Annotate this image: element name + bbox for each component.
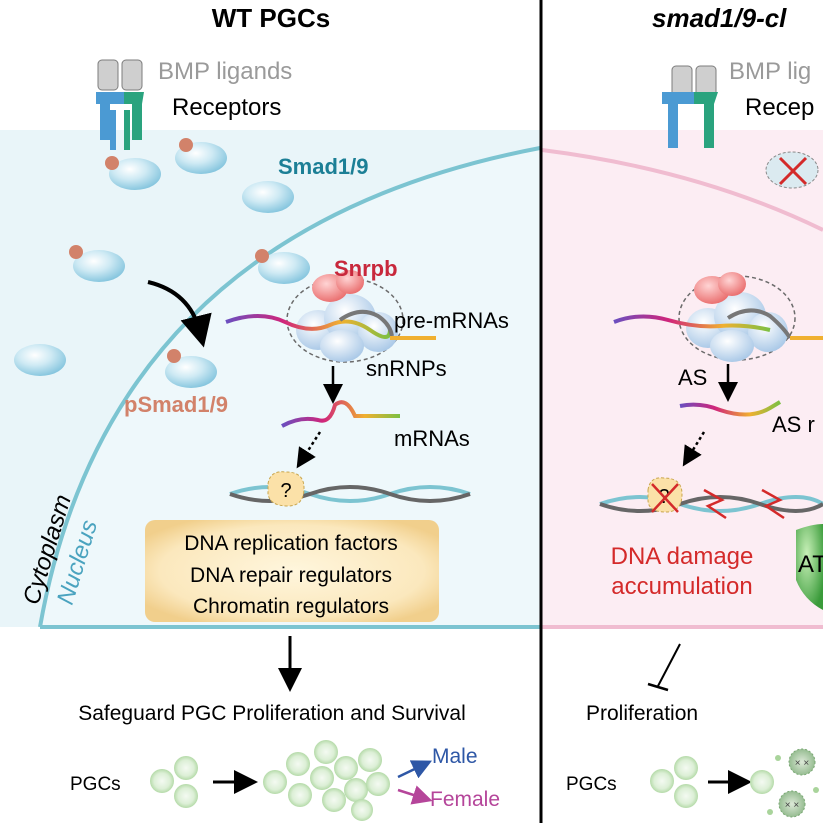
dying-pgc-icon: × × xyxy=(788,748,816,776)
nucleus-left-fill xyxy=(40,148,540,627)
smad-protein xyxy=(109,158,161,190)
right-pre-mrna-intron xyxy=(726,308,792,340)
apoptotic-debris xyxy=(767,809,773,815)
phospho-group xyxy=(255,249,269,263)
female-arrow xyxy=(397,785,433,805)
svg-text:× ×: × × xyxy=(795,758,810,769)
right-panel-title: smad1/9-cl xyxy=(652,3,787,33)
targets-box xyxy=(145,520,439,622)
target-item: Chromatin regulators xyxy=(193,595,389,618)
phospho-group xyxy=(179,138,193,152)
knockout-cross-icon xyxy=(778,156,808,186)
left-outcome: Safeguard PGC Proliferation and Survival xyxy=(78,702,466,725)
right-outcome: Proliferation xyxy=(586,702,698,725)
dna-break-icon xyxy=(703,488,727,520)
svg-text:× ×: × × xyxy=(785,800,800,811)
mature-mrna xyxy=(281,400,400,428)
phospho-group xyxy=(105,156,119,170)
right-pgcs-label: PGCs xyxy=(566,774,617,795)
dna-break-icon xyxy=(761,488,785,520)
unknown-factor-shape xyxy=(267,471,305,507)
receptor-right-icon xyxy=(662,65,718,148)
dying-pgc-icon: × × xyxy=(778,790,806,818)
inhibition-bar xyxy=(647,682,669,692)
receptors-label: Receptors xyxy=(172,94,281,121)
cytoplasm-right-region xyxy=(542,130,823,627)
pgc-expanded-cluster-icon xyxy=(263,740,390,821)
target-item: DNA replication factors xyxy=(184,532,398,555)
pre-mrnas-label: pre-mRNAs xyxy=(394,308,509,333)
dna-damage-line: DNA damage xyxy=(611,543,754,570)
pgc-cell xyxy=(750,770,774,794)
right-bmp-label: BMP lig xyxy=(729,58,811,85)
phospho-group xyxy=(69,245,83,259)
bmp-ligands-label: BMP ligands xyxy=(158,58,292,85)
smad-protein xyxy=(242,181,294,213)
nucleus-left-membrane xyxy=(38,146,541,628)
apoptotic-debris xyxy=(775,755,781,761)
pgc-cluster-icon xyxy=(150,756,198,808)
psmad-label: pSmad1/9 xyxy=(124,392,228,417)
as-label: AS xyxy=(678,365,707,390)
receptor-left-icon xyxy=(96,59,144,150)
snrnps-label: snRNPs xyxy=(366,356,447,381)
male-arrow xyxy=(397,760,433,779)
right-translation-arrow xyxy=(682,431,706,467)
right-unknown-factor-shape xyxy=(647,477,683,513)
nucleus-right-membrane xyxy=(541,148,823,232)
as-mrna-label: AS r xyxy=(772,412,815,437)
unknown-factor-label: ? xyxy=(280,480,291,502)
smad-label: Smad1/9 xyxy=(278,154,369,179)
right-pre-mrna xyxy=(613,314,771,332)
smad-protein xyxy=(165,356,217,388)
inhibition-line xyxy=(657,643,681,687)
phospho-group xyxy=(167,349,181,363)
right-receptors-label: Recep xyxy=(745,94,814,121)
target-item: DNA repair regulators xyxy=(190,564,392,587)
left-pgcs-label: PGCs xyxy=(70,774,121,795)
pre-mrna-strand xyxy=(225,314,392,339)
mrnas-label: mRNAs xyxy=(394,426,470,451)
phosphorylation-arrow xyxy=(147,280,212,348)
atm-shield-icon xyxy=(796,524,823,610)
smad-protein xyxy=(73,250,125,282)
apoptotic-debris xyxy=(813,787,819,793)
pre-mrna-intron xyxy=(338,309,394,337)
smad-protein xyxy=(14,344,66,376)
male-label: Male xyxy=(432,745,478,768)
as-mrna-strand xyxy=(679,400,782,417)
snrpb-label: Snrpb xyxy=(334,256,398,281)
right-unknown-cross-icon xyxy=(651,483,679,513)
smad-protein xyxy=(258,252,310,284)
female-label: Female xyxy=(430,788,500,811)
right-pgc-cluster-icon xyxy=(650,756,698,808)
at-label: AT xyxy=(798,551,823,578)
dna-damage-line: accumulation xyxy=(611,573,752,600)
left-panel-title: WT PGCs xyxy=(212,3,330,33)
